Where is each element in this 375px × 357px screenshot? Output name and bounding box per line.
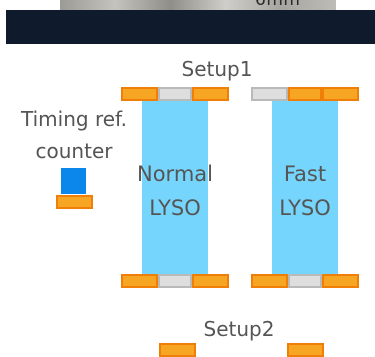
fast-lyso-line2: LYSO <box>279 196 331 220</box>
normal-crystal-top-sipm <box>121 87 229 101</box>
photo-strip <box>60 0 336 10</box>
timing-ref-line2: counter <box>35 139 113 163</box>
fast-crystal-top-sipm <box>251 87 359 101</box>
sipm-pad <box>159 343 196 357</box>
sipm-pad <box>288 87 322 101</box>
sipm-pad-inactive <box>158 87 192 101</box>
sipm-pad-inactive <box>288 274 322 288</box>
timing-counter-sipm <box>56 195 93 209</box>
normal-lyso-label: Normal LYSO <box>120 157 230 225</box>
normal-crystal-bottom-sipm <box>121 274 229 288</box>
sipm-pad <box>56 195 93 209</box>
timing-ref-line1: Timing ref. <box>21 107 127 131</box>
sipm-pad <box>192 87 229 101</box>
setup1-label: Setup1 <box>181 57 253 81</box>
fast-crystal-bottom-sipm <box>251 274 359 288</box>
timing-ref-label: Timing ref. counter <box>4 103 144 167</box>
setup2-label: Setup2 <box>203 317 275 341</box>
sipm-pad <box>121 274 158 288</box>
header-bar <box>6 10 375 44</box>
fast-lyso-line1: Fast <box>283 162 327 186</box>
sipm-pad-inactive <box>158 274 192 288</box>
timing-counter-block <box>61 168 86 194</box>
sipm-pad <box>121 87 158 101</box>
sipm-pad <box>287 343 324 357</box>
normal-lyso-line2: LYSO <box>149 196 201 220</box>
sipm-pad <box>251 274 288 288</box>
setup2-left-sipm <box>159 343 196 357</box>
sipm-pad-inactive <box>251 87 288 101</box>
setup2-right-sipm <box>287 343 324 357</box>
fast-lyso-label: Fast LYSO <box>250 157 360 225</box>
fast-lyso-crystal <box>272 101 338 274</box>
normal-lyso-line1: Normal <box>137 162 213 186</box>
normal-lyso-crystal <box>142 101 208 274</box>
sipm-pad <box>322 87 359 101</box>
photo-caption: 6mm <box>255 0 301 10</box>
sipm-pad <box>322 274 359 288</box>
sipm-pad <box>192 274 229 288</box>
